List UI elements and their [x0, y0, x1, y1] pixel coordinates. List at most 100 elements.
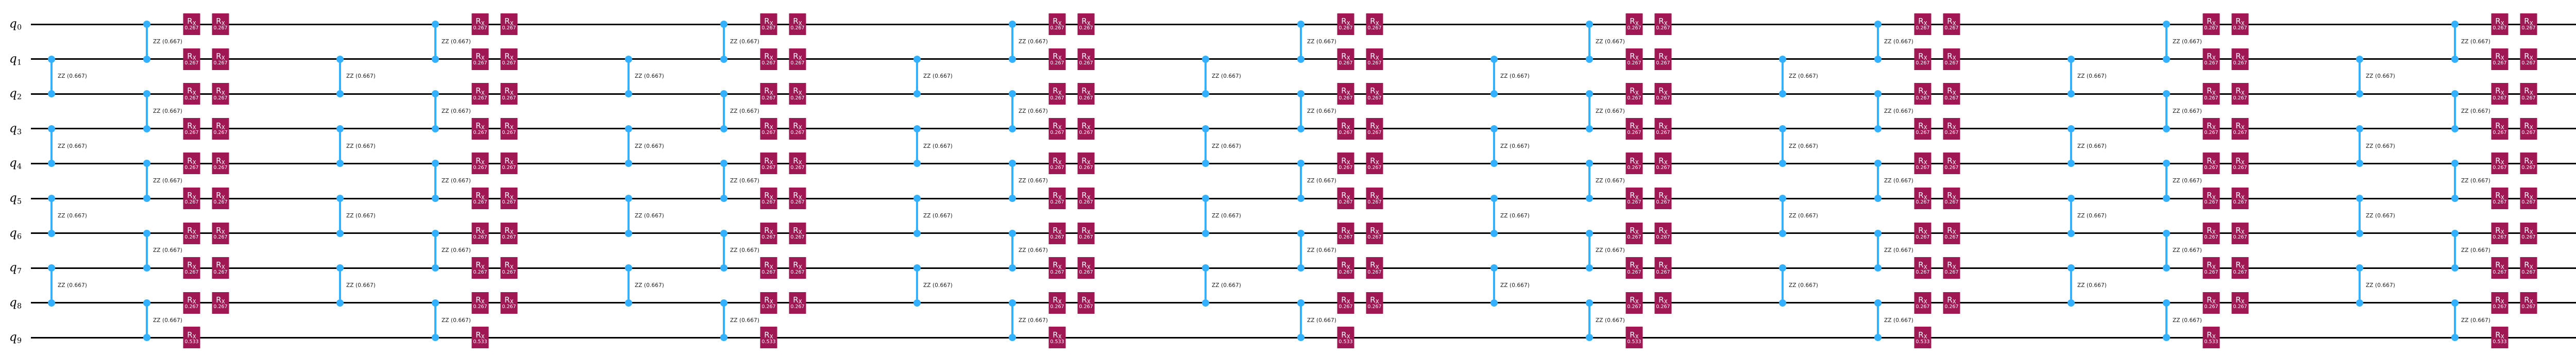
- gate-parameter: 0.267: [2493, 269, 2507, 275]
- gate-name: RX: [2524, 86, 2533, 96]
- zz-control-dot: [720, 229, 727, 237]
- zz-control-dot: [720, 160, 727, 167]
- gate-parameter: 0.267: [1338, 60, 1353, 66]
- gate-name: RX: [1081, 191, 1091, 201]
- gate-name: RX: [793, 86, 802, 96]
- zz-gate-label: ZZ (0.667): [635, 282, 664, 289]
- zz-control-dot: [48, 264, 55, 272]
- zz-connector: [723, 233, 725, 268]
- gate-name: RX: [1947, 156, 1956, 166]
- zz-gate-label: ZZ (0.667): [1596, 178, 1625, 184]
- zz-control-dot: [720, 264, 727, 272]
- zz-connector: [1782, 268, 1784, 303]
- gate-parameter: 0.267: [2493, 234, 2507, 240]
- zz-gate-label: ZZ (0.667): [1789, 143, 1818, 149]
- gate-name: RX: [2495, 225, 2504, 236]
- gate-name: RX: [216, 260, 225, 271]
- gate-name: RX: [1630, 191, 1639, 201]
- zz-connector: [339, 198, 341, 233]
- zz-control-dot: [1009, 195, 1016, 202]
- gate-parameter: 0.533: [184, 339, 199, 345]
- gate-name: RX: [1081, 295, 1091, 306]
- gate-name: RX: [2495, 260, 2504, 271]
- zz-connector: [1300, 94, 1302, 129]
- gate-parameter: 0.267: [761, 269, 776, 275]
- zz-connector: [1877, 233, 1879, 268]
- zz-control-dot: [1297, 334, 1304, 342]
- gate-parameter: 0.267: [1367, 234, 1382, 240]
- gate-parameter: 0.267: [1627, 199, 1641, 206]
- zz-gate-label: ZZ (0.667): [346, 73, 376, 80]
- zz-control-dot: [913, 264, 921, 272]
- gate-parameter: 0.267: [761, 95, 776, 101]
- gate-name: RX: [2524, 16, 2533, 27]
- zz-connector: [2359, 59, 2361, 94]
- gate-parameter: 0.267: [1944, 25, 1959, 31]
- gate-name: RX: [187, 86, 196, 96]
- gate-name: RX: [1081, 86, 1091, 96]
- zz-gate-label: ZZ (0.667): [1596, 38, 1625, 45]
- qubit-label-q1: q1: [9, 52, 22, 67]
- zz-control-dot: [625, 299, 632, 307]
- zz-gate-label: ZZ (0.667): [153, 317, 182, 324]
- gate-parameter: 0.267: [1916, 269, 1930, 275]
- gate-name: RX: [2207, 295, 2216, 306]
- gate-parameter: 0.267: [1338, 25, 1353, 31]
- zz-gate-label: ZZ (0.667): [1019, 247, 1048, 254]
- zz-gate-label: ZZ (0.667): [2173, 38, 2202, 45]
- zz-connector: [2165, 302, 2167, 338]
- zz-control-dot: [1009, 21, 1016, 28]
- gate-name: RX: [2207, 156, 2216, 166]
- gate-parameter: 0.533: [1916, 339, 1930, 345]
- gate-parameter: 0.267: [213, 60, 228, 66]
- gate-parameter: 0.267: [1656, 60, 1670, 66]
- zz-control-dot: [2451, 229, 2459, 237]
- gate-name: RX: [2235, 225, 2245, 236]
- gate-name: RX: [2495, 191, 2504, 201]
- gate-parameter: 0.267: [1367, 199, 1382, 206]
- zz-control-dot: [1586, 90, 1593, 98]
- gate-name: RX: [2524, 191, 2533, 201]
- zz-control-dot: [48, 160, 55, 167]
- gate-name: RX: [476, 156, 485, 166]
- zz-control-dot: [336, 264, 344, 272]
- zz-connector: [434, 24, 436, 59]
- zz-control-dot: [625, 160, 632, 167]
- zz-control-dot: [2356, 299, 2363, 307]
- zz-connector: [628, 59, 630, 94]
- zz-control-dot: [432, 90, 439, 98]
- zz-control-dot: [2356, 55, 2363, 63]
- zz-connector: [434, 94, 436, 129]
- zz-control-dot: [432, 195, 439, 202]
- gate-name: RX: [2207, 191, 2216, 201]
- gate-parameter: 0.267: [1627, 130, 1641, 136]
- gate-parameter: 0.267: [2233, 60, 2247, 66]
- zz-control-dot: [1202, 299, 1209, 307]
- gate-name: RX: [504, 156, 514, 166]
- zz-control-dot: [1009, 334, 1016, 342]
- gate-parameter: 0.267: [1079, 234, 1093, 240]
- zz-gate-label: ZZ (0.667): [2077, 73, 2107, 80]
- zz-gate-label: ZZ (0.667): [346, 212, 376, 219]
